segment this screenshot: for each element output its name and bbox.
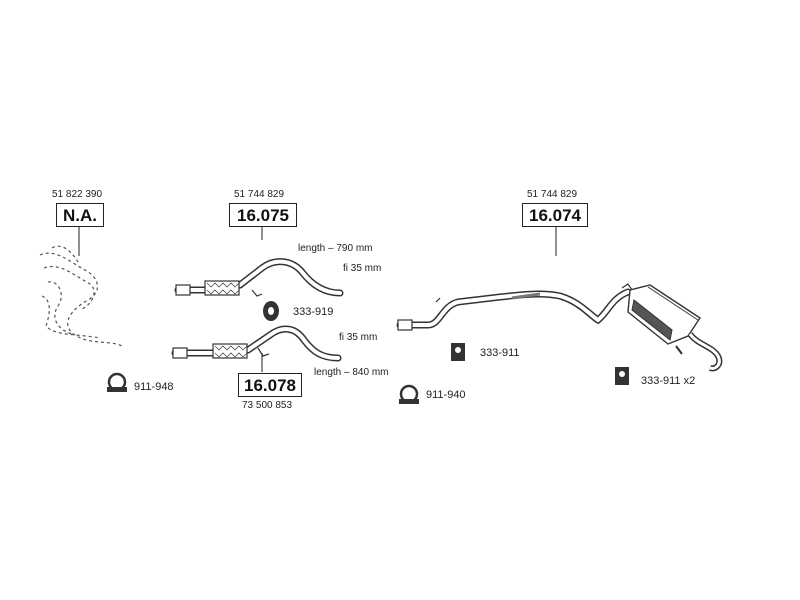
na-part-box: N.A.	[56, 203, 104, 227]
manifold-sketch	[39, 245, 123, 347]
p16075-diameter: fi 35 mm	[343, 263, 382, 274]
p16075-length: length – 790 mm	[298, 243, 373, 254]
clamp-icon	[399, 384, 419, 404]
na-oe-number: 51 822 390	[52, 189, 103, 200]
rubber-mount-icon	[615, 367, 629, 385]
p16075-part-box: 16.075	[229, 203, 297, 227]
accessory-333-911: 333-911	[480, 347, 520, 359]
p16078-oe-number: 73 500 853	[242, 400, 293, 411]
p16078-diameter: fi 35 mm	[339, 332, 378, 343]
accessory-911-940: 911-940	[426, 389, 466, 401]
p16075-oe-number: 51 744 829	[234, 189, 285, 200]
p16078-part-box: 16.078	[238, 373, 302, 397]
pipe-16074	[396, 288, 632, 331]
p16074-part-box: 16.074	[522, 203, 588, 227]
accessory-333-919: 333-919	[293, 306, 334, 318]
rear-muffler	[621, 283, 723, 372]
rubber-mount-icon	[263, 301, 279, 321]
p16078-length: length – 840 mm	[314, 367, 389, 378]
accessory-911-948: 911-948	[134, 381, 174, 393]
p16074-oe-number: 51 744 829	[527, 189, 578, 200]
pipe-16078	[171, 325, 342, 362]
pipe-16075	[174, 258, 344, 297]
accessory-333-911-x2: 333-911 x2	[641, 375, 696, 387]
clamp-icon	[107, 372, 127, 392]
rubber-mount-icon	[451, 343, 465, 361]
